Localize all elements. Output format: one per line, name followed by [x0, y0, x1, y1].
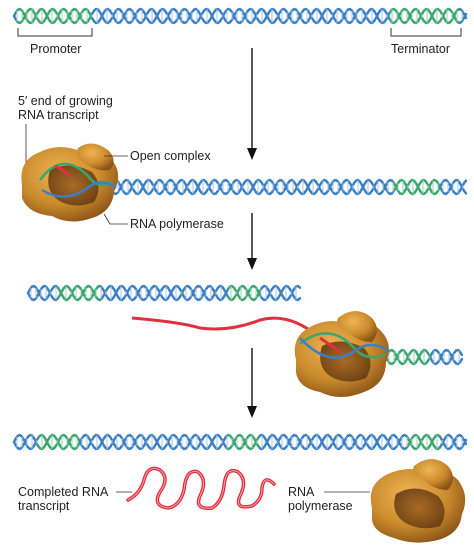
elongating-rna-transcript: [131, 316, 321, 340]
open-bubble-strand-blue: [41, 181, 117, 198]
promoter-label: Promoter: [30, 42, 82, 56]
five-prime-end-label-line1: 5′ end of growing: [18, 94, 113, 108]
dna-strand-segment: [296, 297, 302, 302]
terminator-bracket: [390, 28, 462, 37]
stage-2-dna: [108, 178, 468, 196]
dna-strand-segment: [462, 179, 468, 185]
dna-strand-segment: [458, 350, 464, 357]
dna-strand-segment: [462, 12, 468, 20]
stage-1-dna: [12, 7, 468, 25]
promoter-bracket: [17, 28, 93, 37]
open-complex-label: Open complex: [130, 149, 211, 163]
rna-polymerase-label: RNA polymerase: [130, 217, 224, 231]
dna-strand-segment: [462, 438, 468, 446]
leader-rna-polymerase: [103, 213, 128, 225]
stage-3-bubble-blue: [299, 337, 389, 359]
rna-polymerase-free-label-line2: polymerase: [288, 499, 353, 513]
dna-strand-segment: [458, 357, 464, 364]
terminator-label: Terminator: [391, 42, 451, 56]
rna-polymerase-elongating: [294, 311, 389, 397]
stage-3-dna: [26, 284, 464, 366]
completed-rna-highlight: [127, 467, 275, 509]
dna-strand-segment: [296, 284, 302, 289]
completed-rna-label-line2: transcript: [18, 499, 70, 513]
rna-polymerase-released: [370, 459, 466, 543]
arrow-down-2: [247, 213, 257, 270]
dna-strand-segment: [462, 189, 468, 195]
arrow-down-3: [247, 348, 257, 418]
completed-rna-label-line1: Completed RNA: [18, 485, 109, 499]
open-bubble-strand-green: [38, 162, 113, 187]
stage-4-dna: [12, 433, 468, 451]
stage-3-rna-in-pol: [319, 336, 341, 354]
five-prime-end-label-line2: RNA transcript: [18, 108, 99, 122]
growing-rna-in-complex: [54, 164, 72, 178]
arrow-down-1: [247, 48, 257, 160]
rna-polymerase-free-label-line1: RNA: [288, 485, 315, 499]
